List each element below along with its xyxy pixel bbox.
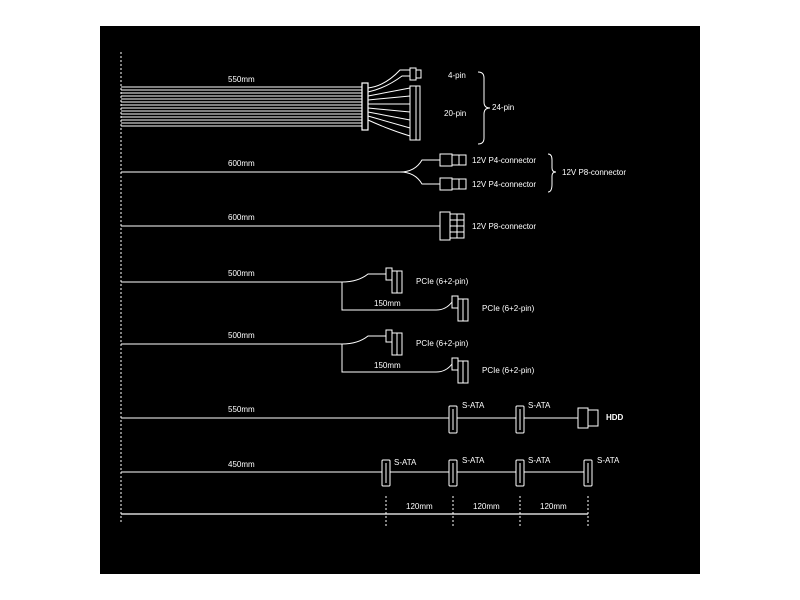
label-sata-hdd-1: S-ATA xyxy=(462,401,485,410)
spacing-1: 120mm xyxy=(406,502,433,511)
label-sata4-4: S-ATA xyxy=(597,456,620,465)
label-p8: 12V P8-connector xyxy=(472,222,536,231)
label-pcie2-conn2: PCIe (6+2-pin) xyxy=(482,366,535,375)
length-p8-split: 600mm xyxy=(228,159,255,168)
spacing-3: 120mm xyxy=(540,502,567,511)
label-pcie2-conn1: PCIe (6+2-pin) xyxy=(416,339,469,348)
hdd-molex-connector xyxy=(577,407,599,429)
label-20pin: 20-pin xyxy=(444,109,466,118)
length-24pin: 550mm xyxy=(228,75,255,84)
label-sata4-3: S-ATA xyxy=(528,456,551,465)
length-p8: 600mm xyxy=(228,213,255,222)
label-sata4-2: S-ATA xyxy=(462,456,485,465)
sata4-connector-1 xyxy=(381,459,391,487)
length-pcie2: 500mm xyxy=(228,331,255,340)
sata-hdd-connector-1 xyxy=(448,405,458,434)
length-sata-hdd: 550mm xyxy=(228,405,255,414)
cable-pcie1-branch xyxy=(341,282,453,311)
length-pcie2-branch: 150mm xyxy=(374,361,401,370)
label-p4-1: 12V P4-connector xyxy=(472,156,536,165)
label-4pin: 4-pin xyxy=(448,71,466,80)
cable-pcie2-branch xyxy=(341,344,453,373)
length-pcie1-branch: 150mm xyxy=(374,299,401,308)
p4-connector-2 xyxy=(439,177,467,191)
pcie1-connector-1 xyxy=(385,267,403,294)
atx-4pin-connector xyxy=(409,67,422,81)
sata4-connector-3 xyxy=(515,459,525,487)
sata-hdd-connector-2 xyxy=(515,405,525,434)
cable-24pin-wires xyxy=(121,86,362,127)
label-sata4-1: S-ATA xyxy=(394,458,417,467)
p4-connector-1 xyxy=(439,153,467,167)
sata4-connector-2 xyxy=(448,459,458,487)
label-24pin: 24-pin xyxy=(492,103,514,112)
sata4-connector-4 xyxy=(583,459,593,487)
label-hdd: HDD xyxy=(606,413,624,422)
atx-strain-relief xyxy=(361,82,369,131)
cable-24pin-fan xyxy=(367,69,411,137)
length-pcie1: 500mm xyxy=(228,269,255,278)
label-sata-hdd-2: S-ATA xyxy=(528,401,551,410)
cable-diagram: 550mm 4-pin 20-pin 24-pin 600mm 12V P4-c… xyxy=(100,26,700,574)
atx-20pin-connector xyxy=(409,85,421,141)
pcie2-connector-1 xyxy=(385,329,403,356)
cable-p8-split-branches xyxy=(399,159,440,185)
cable-diagram-svg: 550mm 4-pin 20-pin 24-pin 600mm 12V P4-c… xyxy=(120,52,626,526)
label-p4-2: 12V P4-connector xyxy=(472,180,536,189)
scale-ticks xyxy=(385,496,589,526)
label-pcie1-conn2: PCIe (6+2-pin) xyxy=(482,304,535,313)
length-sata4: 450mm xyxy=(228,460,255,469)
cable-pcie1-wire xyxy=(121,273,386,283)
pcie2-connector-2 xyxy=(451,357,469,384)
brace-p8 xyxy=(547,153,557,193)
p8-connector xyxy=(439,211,465,241)
spacing-2: 120mm xyxy=(473,502,500,511)
brace-24pin xyxy=(477,71,491,145)
label-p8-group: 12V P8-connector xyxy=(562,168,626,177)
label-pcie1-conn1: PCIe (6+2-pin) xyxy=(416,277,469,286)
pcie1-connector-2 xyxy=(451,295,469,322)
